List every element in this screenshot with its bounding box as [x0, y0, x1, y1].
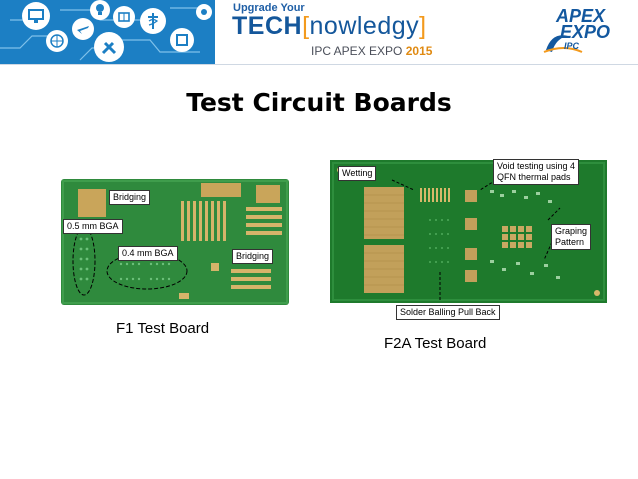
monitor-icon — [22, 2, 50, 30]
expo-year: 2015 — [405, 44, 433, 58]
graping-line-1: Graping — [555, 226, 588, 236]
tools-icon — [170, 28, 194, 52]
callout-bga-0-5mm: 0.5 mm BGA — [63, 219, 123, 234]
book-icon — [113, 6, 135, 28]
void-line-2: QFN thermal pads — [497, 172, 571, 182]
bracket-close: ] — [419, 12, 427, 40]
callout-bridging-top: Bridging — [109, 190, 151, 205]
void-line-1: Void testing using 4 — [497, 161, 576, 171]
circuit-icon — [196, 4, 212, 20]
medical-caduceus-icon — [140, 8, 166, 34]
header-banner: Upgrade Your TECH[nowledgy] IPC APEX EXP… — [0, 0, 638, 65]
logo-apex: APEX — [556, 6, 606, 26]
apex-swoosh-icon — [543, 35, 583, 53]
icon-strip — [0, 0, 215, 64]
callout-solder-balling: Solder Balling Pull Back — [396, 305, 500, 320]
f1-caption: F1 Test Board — [116, 320, 210, 337]
f1-board-graphic — [62, 180, 288, 304]
apex-expo-logo: APEX EXPO IPC — [542, 6, 630, 56]
airplane-icon — [72, 18, 94, 40]
f2a-board-graphic — [332, 162, 605, 301]
logo-ipc: IPC — [564, 41, 580, 51]
callout-wetting: Wetting — [338, 166, 377, 181]
bracket-open: [ — [302, 12, 310, 40]
lightbulb-icon — [90, 0, 110, 20]
techknowledgy-wordmark: TECH[nowledgy] — [232, 12, 427, 41]
upgrade-your-text: Upgrade Your — [233, 2, 305, 14]
expo-text: IPC APEX EXPO 2015 — [311, 44, 432, 58]
slide-title: Test Circuit Boards — [186, 88, 452, 117]
graping-line-2: Pattern — [555, 237, 585, 247]
logo-expo: EXPO — [560, 22, 611, 42]
callout-bridging-right: Bridging — [232, 249, 274, 264]
globe-icon — [46, 30, 68, 52]
callout-graping-pattern: Graping Pattern — [551, 224, 592, 250]
wrench-tools-icon — [94, 32, 124, 62]
f1-board-photo — [61, 179, 289, 305]
tech-suffix: nowledgy — [309, 12, 420, 40]
expo-name: IPC APEX EXPO — [311, 44, 403, 58]
f2a-caption: F2A Test Board — [384, 335, 487, 352]
callout-bga-0-4mm: 0.4 mm BGA — [118, 246, 178, 261]
callout-void-testing: Void testing using 4 QFN thermal pads — [493, 159, 580, 185]
tech-prefix: TECH — [232, 12, 303, 40]
